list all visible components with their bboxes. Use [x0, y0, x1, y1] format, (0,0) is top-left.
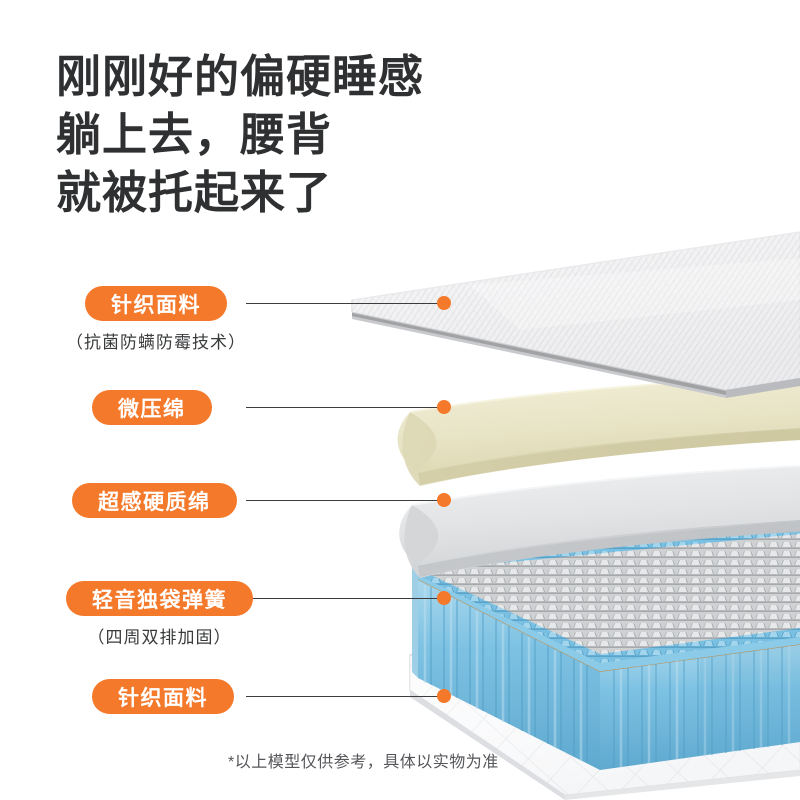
callout-label-firm-foam[interactable]: 超感硬质绵 — [72, 483, 237, 518]
callout-label-knit-fabric-top[interactable]: 针织面料 — [85, 286, 227, 321]
connector-knit-fabric-top — [246, 303, 444, 304]
headline-line-3: 就被托起来了 — [56, 167, 333, 218]
headline-line-2: 躺上去，腰背 — [56, 109, 333, 160]
layer-firm-foam — [399, 465, 800, 578]
knit-fabric-top-dot — [437, 296, 451, 310]
callout-sublabel-knit-fabric-top: （抗菌防螨防霉技术） — [66, 333, 246, 352]
callout-sublabel-pocket-springs: （四周双排加固） — [87, 628, 232, 647]
callout-pocket-springs: 轻音独袋弹簧 （四周双排加固） — [66, 581, 253, 648]
callout-firm-foam: 超感硬质绵 — [72, 483, 237, 518]
pocket-springs-dot — [437, 591, 451, 605]
callout-label-micro-pressure-foam[interactable]: 微压绵 — [92, 390, 212, 425]
connector-firm-foam — [246, 500, 444, 501]
knit-fabric-bottom-dot — [437, 689, 451, 703]
callout-label-pocket-springs[interactable]: 轻音独袋弹簧 — [66, 581, 253, 616]
disclaimer-footnote: *以上模型仅供参考，具体以实物为准 — [228, 754, 499, 771]
layer-knit-fabric-top — [351, 231, 800, 398]
callout-knit-fabric-top: 针织面料 （抗菌防螨防霉技术） — [66, 286, 246, 353]
connector-pocket-springs — [250, 598, 444, 599]
callout-knit-fabric-bottom: 针织面料 — [92, 679, 234, 714]
micro-pressure-foam-dot — [437, 400, 451, 414]
callout-label-knit-fabric-bottom[interactable]: 针织面料 — [92, 679, 234, 714]
connector-micro-pressure-foam — [246, 407, 444, 408]
headline-line-1: 刚刚好的偏硬睡感 — [56, 51, 425, 102]
headline: 刚刚好的偏硬睡感 躺上去，腰背 就被托起来了 — [56, 48, 424, 222]
connector-knit-fabric-bottom — [246, 696, 444, 697]
firm-foam-dot — [437, 493, 451, 507]
callout-micro-pressure-foam: 微压绵 — [92, 390, 212, 425]
